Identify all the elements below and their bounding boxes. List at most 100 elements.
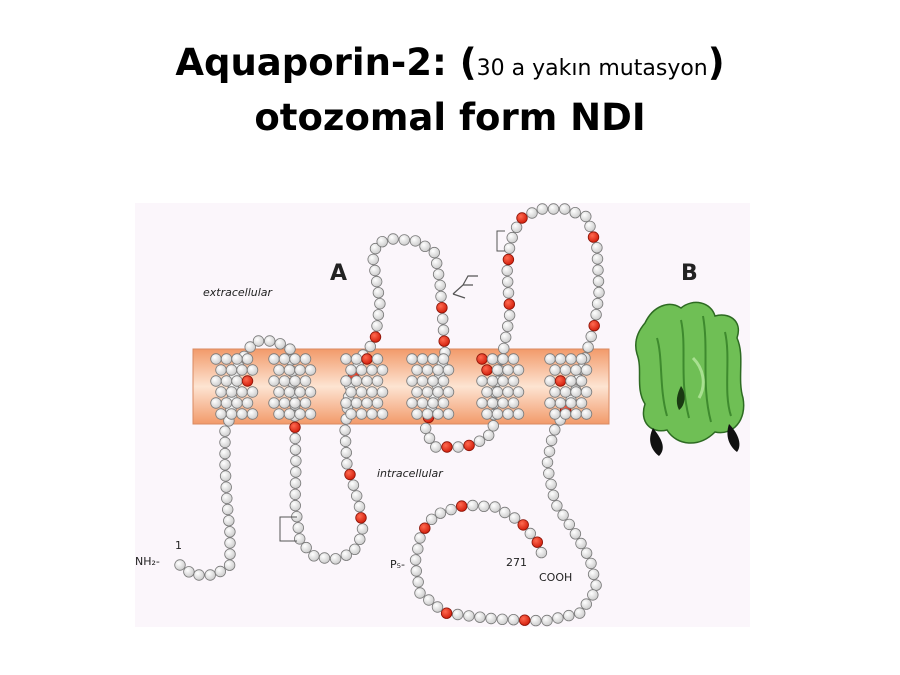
residue-bead <box>416 397 429 409</box>
residue-bead <box>340 397 352 409</box>
residue-bead <box>554 353 567 365</box>
residue-bead <box>219 459 231 471</box>
mutation-residue <box>503 298 516 310</box>
residue-bead <box>225 386 238 398</box>
mutation-residue <box>344 468 356 481</box>
residue-bead <box>214 565 227 578</box>
residue-bead <box>442 386 455 398</box>
title-main-text: Aquaporin-2: ( <box>175 41 477 84</box>
residue-bead <box>503 309 516 322</box>
residue-bead <box>204 569 216 581</box>
residue-bead <box>419 240 431 253</box>
residue-bead <box>574 607 586 619</box>
residue-bead <box>398 234 411 246</box>
residue-bead <box>370 275 383 288</box>
residue-bead <box>355 386 368 398</box>
residue-bead <box>502 408 514 420</box>
residue-bead <box>544 353 556 365</box>
residue-bead <box>587 568 600 581</box>
residue-bead <box>501 264 513 277</box>
residue-bead <box>506 231 518 244</box>
residue-bead <box>183 566 195 578</box>
residue-bead <box>369 242 382 255</box>
residue-bead <box>193 569 205 581</box>
residue-bead <box>487 420 500 432</box>
residue-bead <box>278 375 291 387</box>
residue-bead <box>437 397 450 409</box>
residue-bead <box>437 313 449 325</box>
residue-bead <box>308 550 320 562</box>
residue-bead <box>535 546 548 559</box>
residue-bead <box>592 275 605 288</box>
residue-bead <box>437 353 450 365</box>
residue-bead <box>591 242 603 254</box>
residue-bead <box>273 386 285 398</box>
phosphate-bracket-icon <box>279 230 505 542</box>
residue-bead <box>498 342 510 355</box>
residue-bead <box>246 364 259 376</box>
residue-bead <box>347 479 360 491</box>
residue-bead <box>220 397 233 409</box>
residue-bead <box>536 203 549 215</box>
residue-bead <box>545 478 557 491</box>
residue-bead <box>318 552 331 564</box>
residue-bead <box>355 408 368 420</box>
title-line-1: Aquaporin-2: (30 a yakın mutasyon) <box>0 38 900 93</box>
residue-bead <box>416 375 429 387</box>
residue-bead <box>474 611 486 623</box>
residue-bead <box>541 456 554 469</box>
residue-bead <box>406 397 418 409</box>
residue-bead <box>353 501 366 513</box>
residue-bead <box>486 375 499 387</box>
residue-bead <box>549 408 561 420</box>
residue-bead <box>210 397 222 409</box>
nh2-terminus-label: NH₂- <box>135 555 160 568</box>
residue-bead <box>530 614 542 627</box>
residue-bead <box>284 343 296 355</box>
residue-bead <box>345 408 357 420</box>
slide-title: Aquaporin-2: (30 a yakın mutasyon) otozo… <box>0 38 900 142</box>
residue-bead <box>421 386 434 398</box>
residue-bead <box>575 353 588 365</box>
mutation-residue <box>441 441 453 453</box>
residue-bead <box>224 526 236 538</box>
residue-bead <box>278 353 291 365</box>
residue-bead <box>585 557 597 570</box>
residue-bead <box>486 353 499 365</box>
residue-bead <box>432 386 444 398</box>
residue-bead <box>246 408 259 420</box>
residue-bead <box>411 386 423 398</box>
residue-bead <box>421 408 434 420</box>
residue-bead <box>412 576 424 588</box>
residue-bead <box>541 614 553 627</box>
residue-bead <box>544 397 556 409</box>
residue-bead <box>219 447 231 460</box>
residue-bead <box>497 353 509 365</box>
residue-bead <box>507 397 520 409</box>
residue-bead <box>268 353 280 365</box>
residue-bead <box>366 408 378 420</box>
mutation-residue <box>516 212 528 224</box>
residue-bead <box>580 386 593 398</box>
residue-bead <box>224 537 236 549</box>
residue-bead <box>273 408 285 420</box>
residue-bead <box>414 587 426 599</box>
residue-bead <box>364 340 377 353</box>
residue-bead <box>420 422 432 435</box>
residue-bead <box>241 397 254 409</box>
residue-bead <box>304 408 317 420</box>
residue-bead <box>476 375 488 387</box>
residue-bead <box>575 397 588 409</box>
residue-bead <box>220 353 233 365</box>
residue-bead <box>350 397 363 409</box>
residue-bead <box>304 386 317 398</box>
residue-bead <box>221 492 233 505</box>
residue-bead <box>507 375 520 387</box>
residue-bead <box>497 397 509 409</box>
residue-bead <box>580 364 593 376</box>
residue-bead <box>427 397 439 409</box>
residue-bead <box>545 434 558 447</box>
residue-bead <box>547 203 560 215</box>
residue-bead <box>219 425 231 437</box>
residue-bead <box>220 375 233 387</box>
